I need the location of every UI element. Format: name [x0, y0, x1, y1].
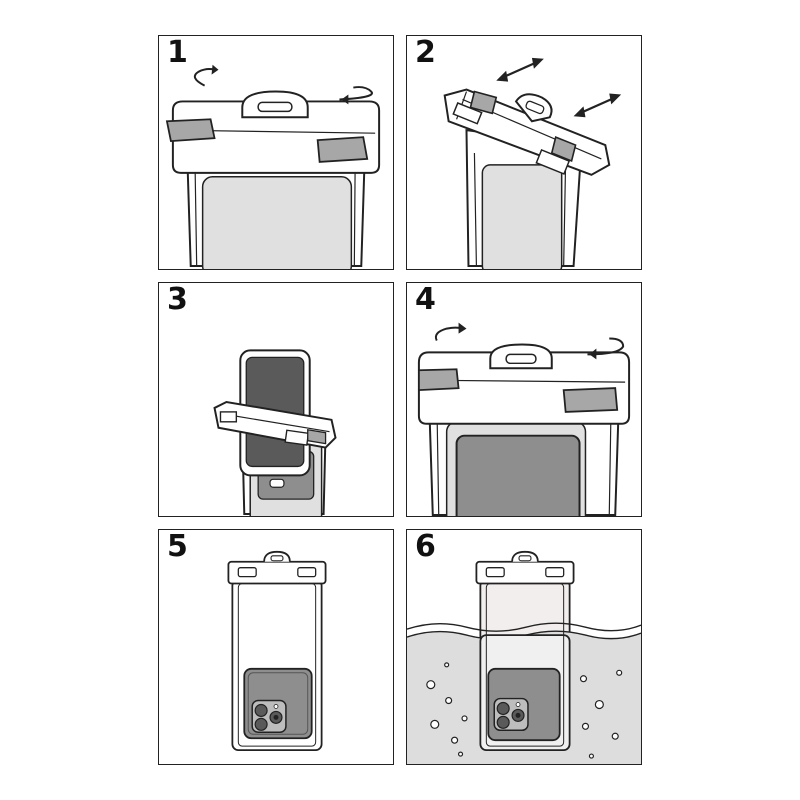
step-5-panel: 5	[158, 529, 394, 765]
camera-lens-icon	[496, 701, 510, 716]
step-4-panel: 4	[406, 282, 642, 517]
rotate-arrow-icon	[193, 64, 219, 87]
step-3-illustration	[213, 349, 337, 516]
step-6-panel: 6	[406, 529, 642, 765]
step-2-illustration	[443, 57, 622, 269]
step-2-panel: 2	[406, 35, 642, 270]
step-number: 3	[167, 282, 188, 317]
step-number: 6	[415, 529, 436, 564]
step-4-illustration	[417, 322, 631, 516]
right-clasp-tab	[316, 136, 369, 163]
step-1-illustration	[165, 64, 381, 269]
camera-lens-icon	[496, 715, 510, 729]
double-arrow-icon	[496, 57, 544, 82]
step-5-illustration	[227, 550, 327, 752]
rotate-arrow-icon	[587, 337, 625, 360]
rotate-arrow-icon	[339, 86, 373, 105]
phone-inside	[455, 434, 581, 516]
left-clasp-tab	[469, 90, 498, 115]
left-clasp-tab	[165, 118, 216, 143]
camera-lens-icon	[254, 717, 268, 731]
step-number: 5	[167, 529, 188, 564]
water-wave-line	[407, 622, 641, 632]
pouch-window	[481, 164, 563, 269]
step-6-illustration	[407, 550, 641, 764]
double-arrow-icon	[573, 93, 622, 118]
left-clasp-tab	[418, 368, 460, 392]
step-3-panel: 3	[158, 282, 394, 517]
bubbles	[426, 662, 623, 759]
right-clasp-tab	[550, 136, 577, 163]
rotate-arrow-icon	[434, 322, 467, 341]
step-number: 2	[415, 35, 436, 70]
pouch-window	[201, 176, 353, 269]
right-clasp-tab	[562, 387, 619, 413]
step-1-panel: 1	[158, 35, 394, 270]
step-number: 1	[167, 35, 188, 70]
step-number: 4	[415, 282, 436, 317]
camera-lens-icon	[254, 703, 268, 718]
